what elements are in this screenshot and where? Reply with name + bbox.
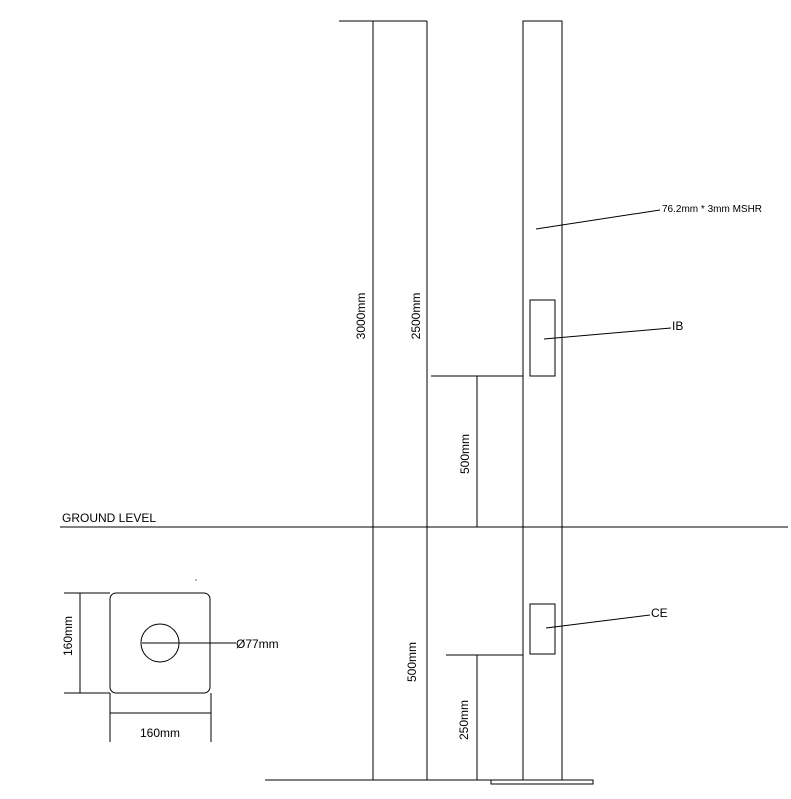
- stray-mark: [195, 579, 197, 581]
- ce-box: [529, 603, 556, 655]
- ib-leader: [543, 327, 672, 340]
- ce-leader: [545, 614, 651, 629]
- ground-level-label: GROUND LEVEL: [62, 511, 156, 525]
- ce-label: CE: [651, 606, 668, 620]
- ib-label: IB: [672, 319, 683, 333]
- dim-250-label: 250mm: [457, 700, 471, 740]
- dim-2500-label: 2500mm: [409, 293, 423, 340]
- pole: [522, 20, 563, 781]
- dim-160-horizontal-label: 160mm: [140, 726, 180, 740]
- diameter-label: Ø77mm: [236, 637, 279, 651]
- pole-spec-label: 76.2mm * 3mm MSHR: [662, 204, 762, 215]
- base-plate: [490, 779, 594, 785]
- dim-160-vertical-label: 160mm: [61, 616, 75, 656]
- dim-500-upper-label: 500mm: [458, 434, 472, 474]
- pole-spec-leader: [535, 209, 661, 230]
- dim-500-lower-label: 500mm: [405, 642, 419, 682]
- dim-3000-label: 3000mm: [354, 293, 368, 340]
